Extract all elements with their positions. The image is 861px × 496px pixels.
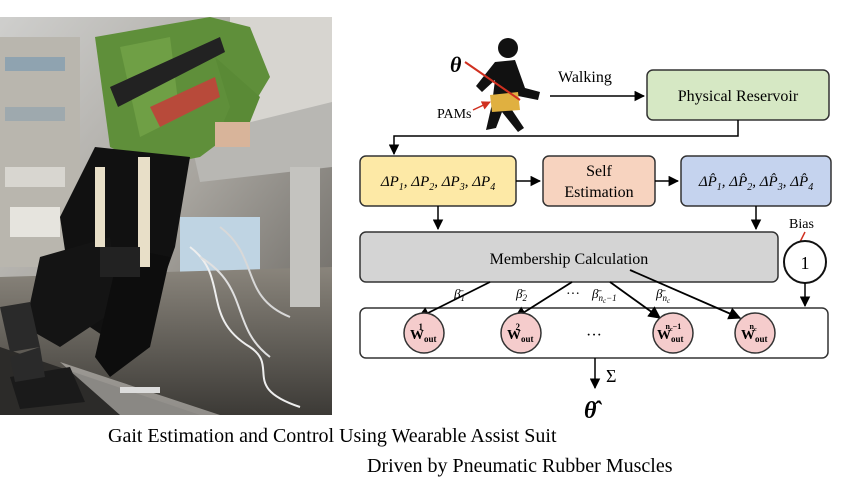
- beta-nc-label: β̄nc: [655, 286, 671, 305]
- weight-ellipsis: ···: [586, 327, 602, 344]
- svg-text:Wout1: Wout1: [410, 322, 437, 344]
- pams-label: PAMs: [437, 107, 472, 122]
- bias-label: Bias: [789, 217, 814, 232]
- beta-ellipsis: ···: [566, 287, 580, 302]
- pam-pointer-arrow: [472, 101, 491, 111]
- bias-value: 1: [801, 253, 810, 273]
- photo-illustration: [0, 17, 332, 415]
- membership-calculation-label: Membership Calculation: [490, 251, 649, 268]
- estimated-delta-p-label: ΔP̂1, ΔP̂2, ΔP̂3, ΔP̂4: [698, 174, 813, 193]
- reservoir-output-arrow: [388, 120, 739, 156]
- svg-text:Woutnc: Woutnc: [741, 322, 768, 344]
- theta-label: θ: [450, 52, 462, 77]
- theta-hat-label: θ̂: [584, 398, 602, 424]
- caption-line-1: Gait Estimation and Control Using Wearab…: [108, 425, 557, 447]
- caption-line-2: Driven by Pneumatic Rubber Muscles: [367, 455, 673, 477]
- pam-muscle-icon: [490, 92, 520, 112]
- beta-2-label: β̄2: [515, 286, 527, 303]
- diagram-canvas: θ PAMs Walking Physical Reservoir ΔP1, Δ…: [359, 38, 832, 424]
- membership-calculation-box: [359, 231, 779, 283]
- weight-node-2: Wout2: [500, 312, 542, 354]
- svg-text:Woutnc−1: Woutnc−1: [657, 322, 684, 344]
- beta-nc-minus-1-label: β̄nc−1: [591, 286, 617, 305]
- delta-p-label: ΔP1, ΔP2, ΔP3, ΔP4: [380, 174, 495, 193]
- photo-wearable-suit: [0, 17, 332, 415]
- beta-nc-minus-1-arrow: [609, 281, 662, 319]
- physical-reservoir-label: Physical Reservoir: [678, 88, 799, 105]
- svg-text:Wout2: Wout2: [507, 322, 534, 344]
- beta-1-arrow: [416, 281, 491, 319]
- self-estimation-label-2: Estimation: [564, 184, 633, 201]
- beta-1-label: β̄1: [453, 286, 465, 303]
- system-diagram: θ PAMs Walking Physical Reservoir ΔP1, Δ…: [340, 0, 861, 430]
- output-weights-box: [359, 307, 829, 359]
- walking-person-icon: [476, 38, 540, 132]
- beta-2-arrow: [513, 281, 573, 319]
- self-estimation-label-1: Self: [586, 163, 612, 180]
- weight-node-nc-minus-1: Woutnc−1: [652, 312, 694, 354]
- beta-nc-arrow: [629, 269, 742, 320]
- weight-node-nc: Woutnc: [734, 312, 776, 354]
- theta-angle-line: [464, 61, 521, 101]
- weight-node-1: Wout1: [403, 312, 445, 354]
- walking-label: Walking: [558, 69, 612, 86]
- sigma-label: Σ: [606, 366, 616, 386]
